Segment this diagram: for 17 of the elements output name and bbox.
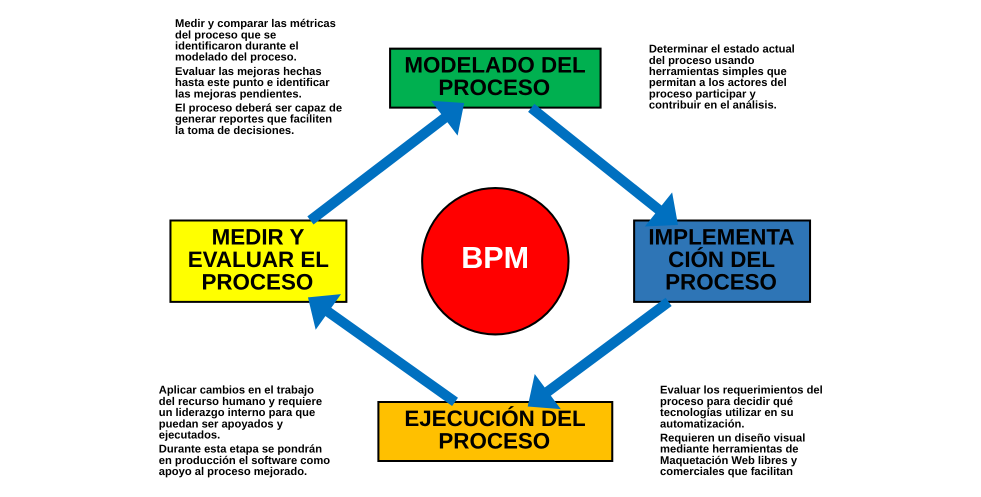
label: Requieren un diseño visual mediante herramientas de Maquetación Web libres y comerciales que facilitan xyxy=(660,432,806,478)
node-box: MODELADO DEL PROCESO xyxy=(389,48,602,109)
arrow xyxy=(528,298,672,410)
node-box: IMPLEMENTA CIÓN DEL PROCESO xyxy=(633,220,812,303)
node-circle: BPM xyxy=(421,186,570,336)
arrow xyxy=(308,294,458,406)
label: Evaluar las mejoras hechas hasta este punto e identificar las mejoras pendientes. xyxy=(175,66,330,100)
node-box: MEDIR Y EVALUAR EL PROCESO xyxy=(169,220,348,303)
label: Medir y comparar las métricas del proceso que se identificaron durante el modelado del proceso. xyxy=(175,18,336,64)
label: Evaluar los requerimientos del proceso para decidir qué tecnologías utilizar en su automatización. xyxy=(660,384,823,430)
arrow xyxy=(307,100,464,224)
label: El proceso deberá ser capaz de generar reportes que faciliten la toma de decisiones. xyxy=(175,102,342,137)
label: Aplicar cambios en el trabajo del recurso humano y requiere un liderazgo interno para que puedan ser apoyados y ejecutados. xyxy=(158,384,322,442)
label: Durante esta etapa se pondrán en producción el software como apoyo al proceso mejorado. xyxy=(158,444,330,478)
arrow xyxy=(528,104,678,227)
label: Determinar el estado actual del proceso usando herramientas simples que permitan a los actores del proceso participar y contribuir en el análisis. xyxy=(648,44,795,112)
node-box: EJECUCIÓN DEL PROCESO xyxy=(377,401,614,462)
